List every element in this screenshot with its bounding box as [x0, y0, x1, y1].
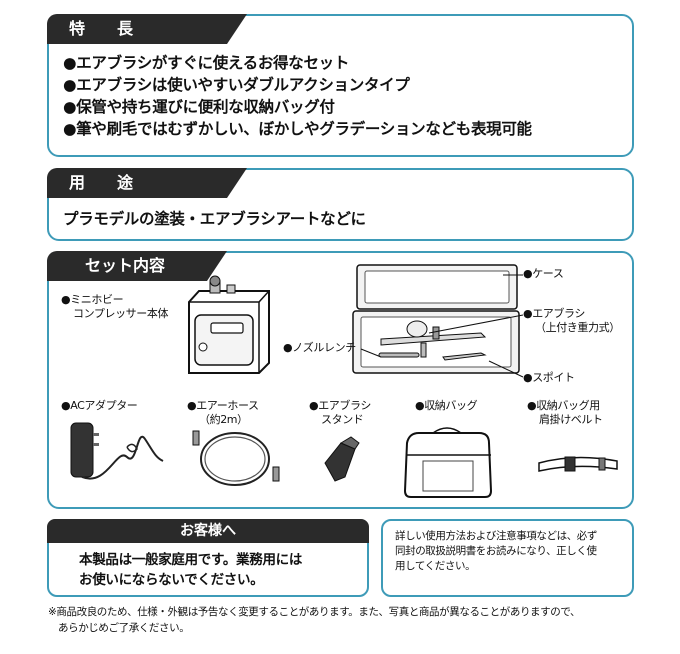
- feature-item: ●筆や刷毛ではむずかしい、ぼかしやグラデーションなども表現可能: [63, 120, 532, 138]
- usage-panel: 用 途 プラモデルの塗装・エアブラシアートなどに: [47, 168, 634, 241]
- compressor-image: [188, 275, 270, 374]
- belt-label: ●収納バッグ用 肩掛けベルト: [527, 399, 603, 426]
- feature-item: ●エアブラシがすぐに使えるお得なセット: [63, 54, 350, 72]
- compressor-label: ●ミニホビー コンプレッサー本体: [61, 293, 169, 320]
- stand-image: [324, 436, 360, 482]
- bag-label: ●収納バッグ: [415, 399, 478, 412]
- customer-panel: お客様へ 本製品は一般家庭用です。業務用には お使いにならないでください。: [47, 519, 369, 597]
- info-panel: 詳しい使用方法および注意事項などは、必ず 同封の取扱説明書をお読みになり、正しく…: [381, 519, 634, 597]
- features-heading: 特 長: [47, 14, 247, 44]
- bag-image: [403, 427, 493, 498]
- usage-text: プラモデルの塗装・エアブラシアートなどに: [63, 210, 366, 228]
- airbrush-label: ●エアブラシ （上付き重力式）: [523, 307, 620, 334]
- case-image: [352, 264, 520, 374]
- case-label: ●ケース: [523, 267, 564, 280]
- contents-heading: セット内容: [47, 251, 227, 281]
- info-text: 詳しい使用方法および注意事項などは、必ず 同封の取扱説明書をお読みになり、正しく…: [395, 530, 597, 572]
- air-hose-label: ●エアーホース （約2m）: [187, 399, 259, 426]
- air-hose-image: [192, 430, 280, 486]
- feature-item: ●エアブラシは使いやすいダブルアクションタイプ: [63, 76, 410, 94]
- dropper-label: ●スポイト: [523, 371, 575, 384]
- feature-item: ●保管や持ち運びに便利な収納バッグ付: [63, 98, 335, 116]
- ac-adapter-label: ●ACアダプター: [61, 399, 138, 412]
- contents-panel: セット内容 ●ミニホビー コンプレッサー本体 ●ケース ●エアブラシ （上付き重…: [47, 251, 634, 509]
- customer-heading: お客様へ: [47, 519, 369, 543]
- belt-image: [538, 456, 618, 472]
- nozzle-wrench-label: ●ノズルレンチ: [283, 341, 356, 354]
- usage-heading: 用 途: [47, 168, 247, 198]
- ac-adapter-image: [70, 422, 164, 480]
- leader-lines: [360, 274, 524, 378]
- disclaimer: ※商品改良のため、仕様・外観は予告なく変更することがあります。また、写真と商品が…: [48, 606, 581, 634]
- features-list: ●エアブラシがすぐに使えるお得なセット ●エアブラシは使いやすいダブルアクション…: [63, 52, 532, 140]
- features-panel: 特 長 ●エアブラシがすぐに使えるお得なセット ●エアブラシは使いやすいダブルア…: [47, 14, 634, 157]
- customer-message: 本製品は一般家庭用です。業務用には お使いにならないでください。: [79, 552, 303, 588]
- stand-label: ●エアブラシ スタンド: [309, 399, 371, 426]
